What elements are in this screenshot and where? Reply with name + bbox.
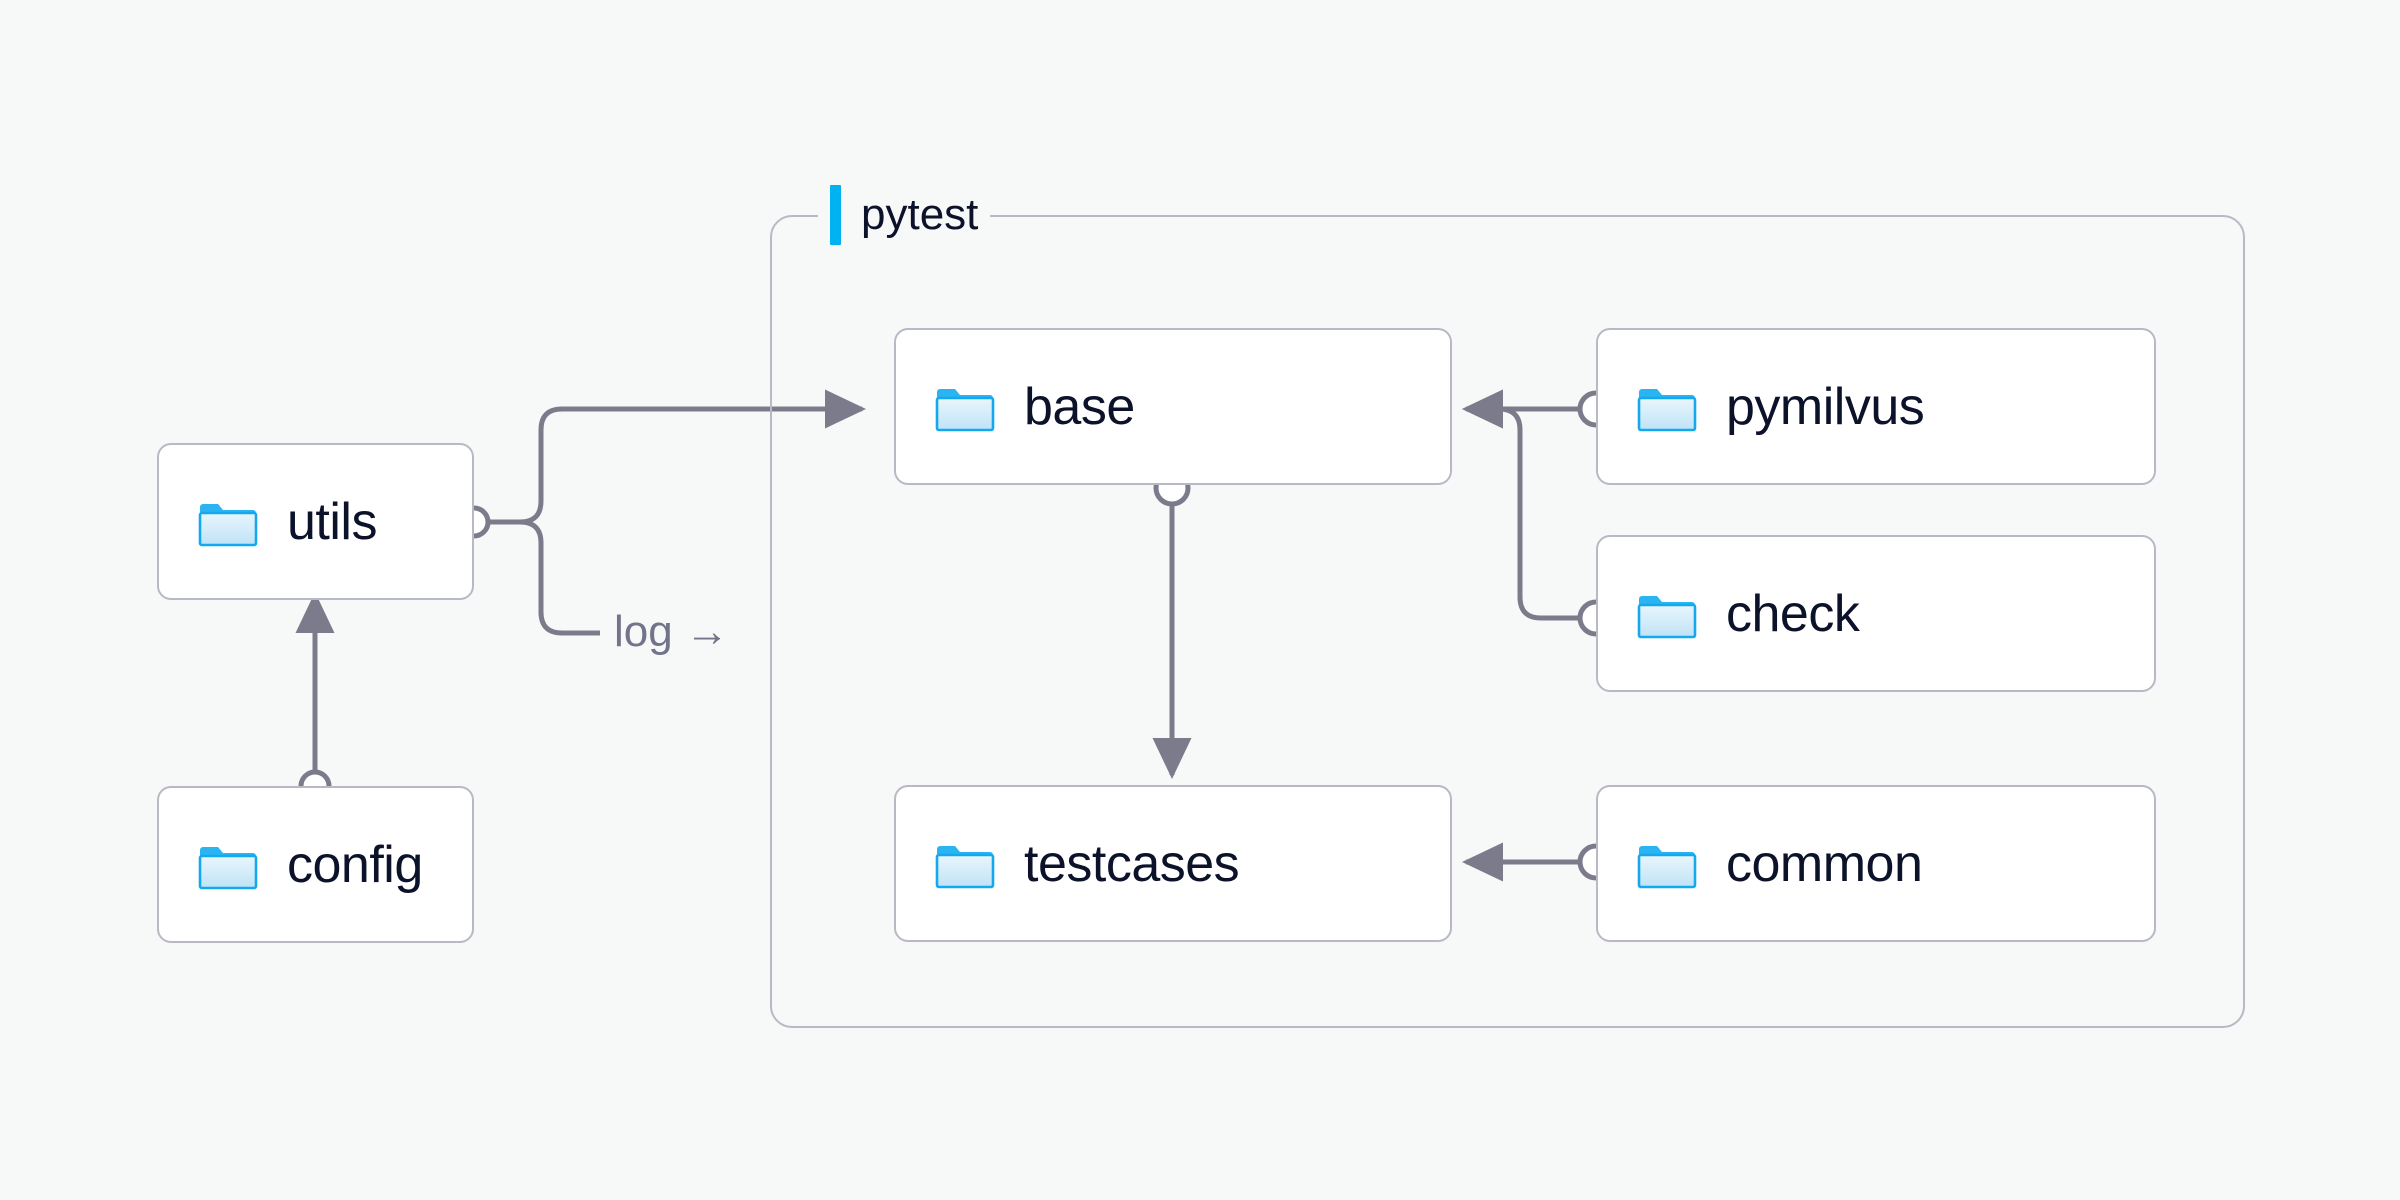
folder-icon — [197, 839, 259, 891]
node-pymilvus-label: pymilvus — [1726, 377, 1925, 436]
edge-label-log: log → — [600, 610, 743, 654]
group-pytest — [770, 215, 2245, 1028]
node-pymilvus[interactable]: pymilvus — [1596, 328, 2156, 485]
node-utils[interactable]: utils — [157, 443, 474, 600]
folder-icon — [197, 496, 259, 548]
node-base[interactable]: base — [894, 328, 1452, 485]
node-check-label: check — [1726, 584, 1860, 643]
folder-icon — [934, 838, 996, 890]
node-testcases[interactable]: testcases — [894, 785, 1452, 942]
node-base-label: base — [1024, 377, 1135, 436]
edge-utils-log — [519, 519, 600, 636]
node-config[interactable]: config — [157, 786, 474, 943]
group-pytest-label: pytest — [818, 184, 991, 246]
node-common-label: common — [1726, 834, 1923, 893]
folder-icon — [934, 381, 996, 433]
node-config-label: config — [287, 835, 423, 894]
accent-bar-icon — [830, 185, 841, 245]
node-common[interactable]: common — [1596, 785, 2156, 942]
node-testcases-label: testcases — [1024, 834, 1240, 893]
folder-icon — [1636, 381, 1698, 433]
folder-icon — [1636, 588, 1698, 640]
folder-icon — [1636, 838, 1698, 890]
node-utils-label: utils — [287, 492, 377, 551]
group-pytest-title: pytest — [861, 190, 979, 239]
node-check[interactable]: check — [1596, 535, 2156, 692]
